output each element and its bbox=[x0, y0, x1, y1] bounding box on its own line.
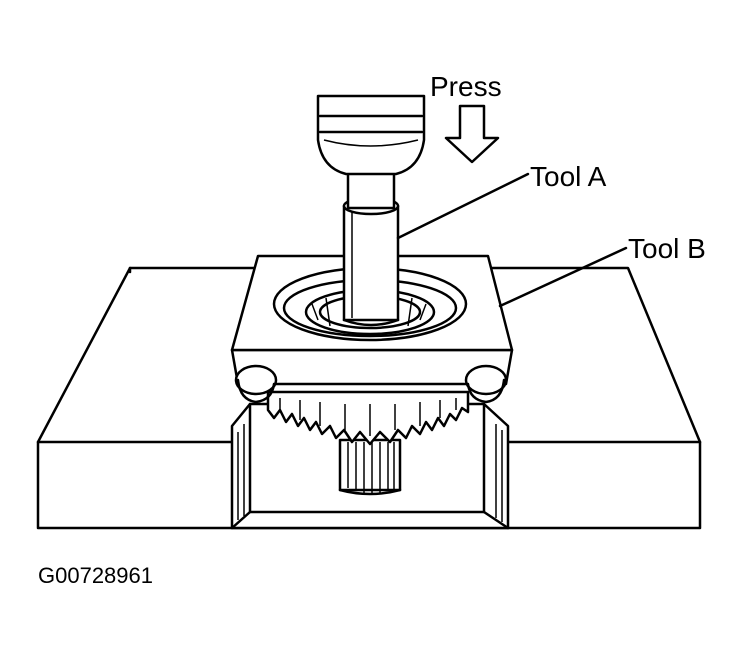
gear bbox=[266, 390, 470, 446]
figure-id: G00728961 bbox=[38, 563, 153, 588]
tool-a-shaft bbox=[342, 196, 400, 327]
press-label: Press bbox=[430, 71, 502, 102]
tool-b-leader bbox=[498, 246, 628, 308]
splined-shaft bbox=[338, 438, 402, 496]
tool-a-label: Tool A bbox=[530, 161, 607, 192]
tool-a-leader bbox=[396, 172, 530, 240]
tool-b-label: Tool B bbox=[628, 233, 706, 264]
press-arrow-icon bbox=[444, 104, 500, 164]
press-ram bbox=[316, 94, 426, 210]
